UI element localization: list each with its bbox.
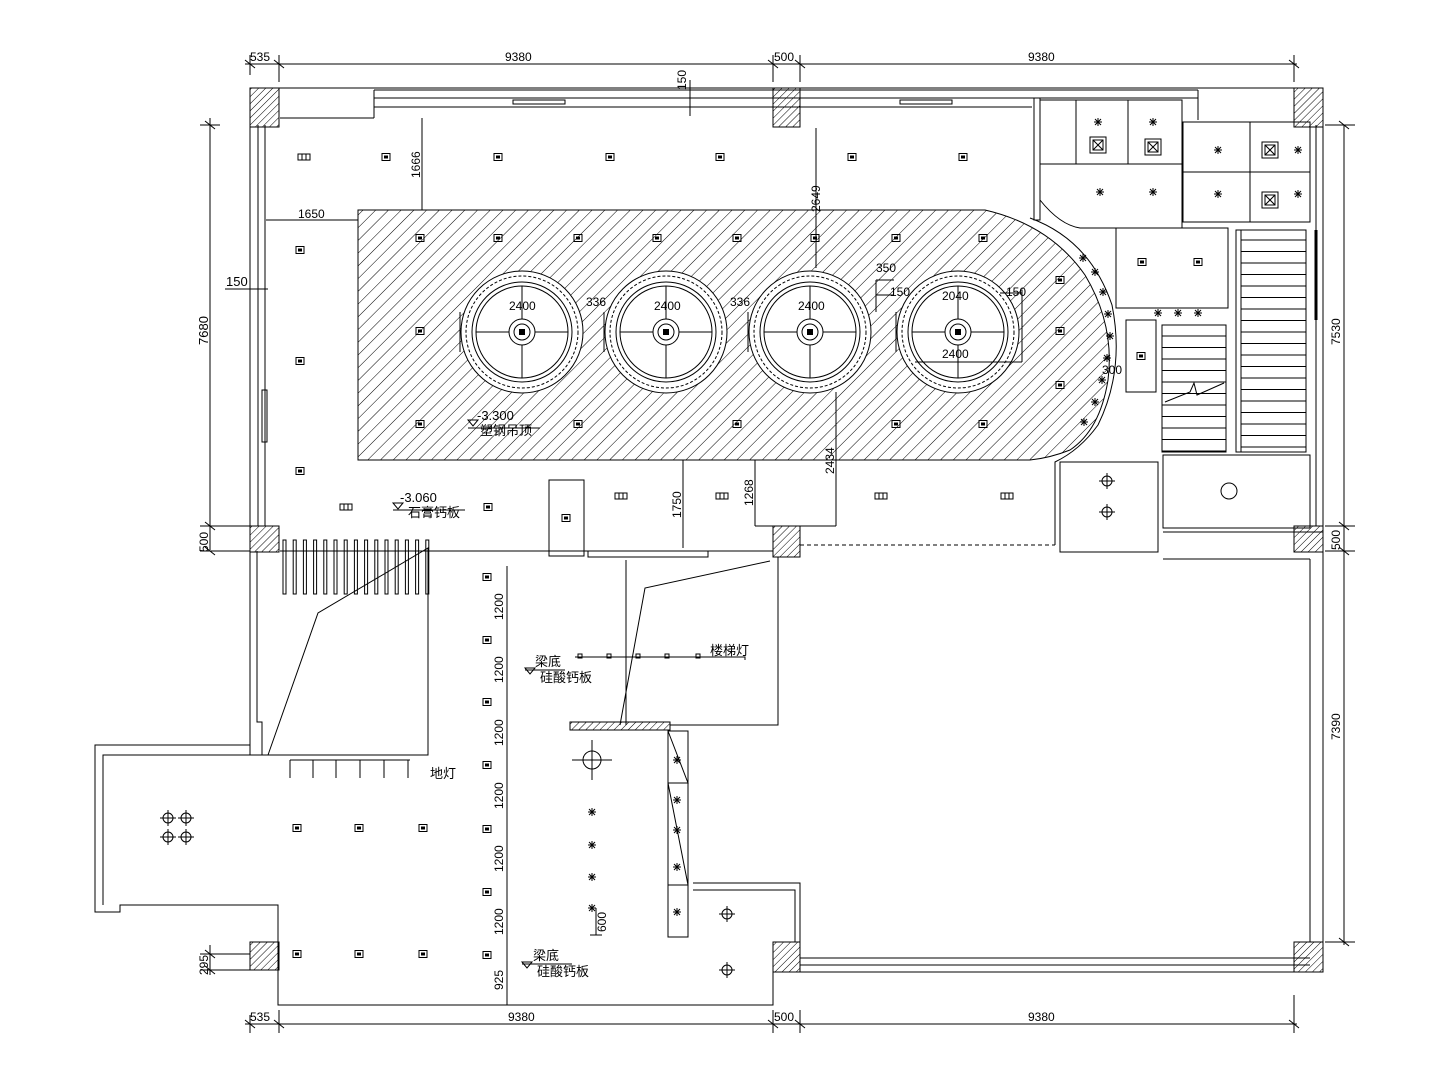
louver-slat — [292, 539, 297, 595]
dim-top-500: 500 — [774, 50, 794, 64]
dim-600: 600 — [595, 912, 609, 932]
louver-slat — [384, 539, 389, 595]
dim-1200-1: 1200 — [492, 593, 506, 620]
louver-slat — [353, 539, 358, 595]
stair-light-fixtures — [577, 653, 701, 659]
lower-left-zone — [262, 547, 429, 756]
louver-slat — [425, 539, 430, 595]
beam-bottom-material-2: 硅酸钙板 — [537, 964, 589, 979]
dim-2400-3: 2400 — [798, 299, 825, 313]
louver-slat — [313, 539, 318, 595]
top-right-rooms — [1039, 99, 1311, 553]
lower-stair-shaft — [506, 557, 779, 1005]
dim-top-150: 150 — [675, 70, 689, 90]
dim-left-150: 150 — [226, 274, 248, 289]
louver-slat — [343, 539, 348, 595]
dim-bottom-9380-left: 9380 — [508, 1010, 535, 1024]
dim-2040: 2040 — [942, 289, 969, 303]
island-edge-lights — [1029, 217, 1117, 545]
dim-350: 350 — [876, 261, 896, 275]
dim-bottom-535: 535 — [250, 1010, 270, 1024]
ceiling-dome-1 — [459, 270, 584, 394]
hatched-ceiling-island — [357, 209, 1110, 461]
dim-150a: 150 — [890, 285, 910, 299]
dim-1268: 1268 — [742, 479, 756, 506]
stair-flight-right — [1235, 229, 1307, 453]
louver-slat — [333, 539, 338, 595]
beam-bottom-material-1: 硅酸钙板 — [540, 670, 592, 685]
dim-1666: 1666 — [409, 151, 423, 178]
structural-columns — [249, 87, 1324, 973]
elevation-3300: -3.300 — [477, 408, 514, 423]
dim-336-1: 336 — [586, 295, 606, 309]
louver-slats — [282, 539, 430, 595]
dim-1200-2: 1200 — [492, 656, 506, 683]
dim-2400-4: 2400 — [942, 347, 969, 361]
dim-bottom-500: 500 — [774, 1010, 794, 1024]
dim-336-2: 336 — [730, 295, 750, 309]
dim-top-9380-left: 9380 — [505, 50, 532, 64]
side-dimension-labels: 7680 150 500 295 7530 500 7390 — [196, 274, 1343, 975]
dim-1750: 1750 — [670, 491, 684, 518]
top-right-fixtures — [1089, 117, 1303, 521]
floor-light-label: 地灯 — [430, 766, 456, 781]
louver-slat — [302, 539, 307, 595]
material-3060: 石膏钙板 — [408, 505, 460, 520]
dim-2649: 2649 — [809, 185, 823, 212]
ceiling-dome-2 — [603, 270, 728, 394]
louver-slat — [394, 539, 399, 595]
dim-1650: 1650 — [298, 207, 325, 221]
dim-925: 925 — [492, 970, 506, 990]
dim-left-295: 295 — [197, 955, 211, 975]
louver-slat — [282, 539, 287, 595]
top-dimension-labels: 535 9380 500 9380 150 — [250, 50, 1055, 90]
stair-flight-left — [1161, 324, 1227, 453]
bottom-dimension-labels: 535 9380 500 9380 — [250, 1010, 1055, 1024]
dim-top-535: 535 — [250, 50, 270, 64]
interior-dimensions: 1666 1650 2649 350 150 2040 150 2400 240… — [298, 151, 1122, 990]
louver-slat — [364, 539, 369, 595]
dim-2400-2: 2400 — [654, 299, 681, 313]
dim-1200-4: 1200 — [492, 782, 506, 809]
dimension-lines — [200, 55, 1355, 1033]
beam-bottom-label-2: 梁底 — [533, 948, 559, 963]
louver-slat — [374, 539, 379, 595]
dim-right-7390: 7390 — [1329, 713, 1343, 740]
dim-left-7680: 7680 — [196, 316, 211, 345]
dim-2434: 2434 — [823, 447, 837, 474]
round-downlight-icon — [1220, 482, 1238, 500]
louver-slat — [323, 539, 328, 595]
dim-2400-1: 2400 — [509, 299, 536, 313]
stair-light-label: 楼梯灯 — [710, 643, 749, 658]
dim-bottom-9380-right: 9380 — [1028, 1010, 1055, 1024]
lower-fixtures — [159, 573, 736, 979]
annotations: -3.300 塑钢吊顶 -3.060 石膏钙板 梁底 硅酸钙板 梁底 硅酸钙板 … — [391, 408, 749, 979]
beam-bottom-label-1: 梁底 — [535, 654, 561, 669]
stair-break-line — [1164, 381, 1225, 403]
ceiling-dome-3 — [747, 270, 872, 394]
dim-1200-3: 1200 — [492, 719, 506, 746]
material-3300: 塑钢吊顶 — [480, 423, 532, 438]
interior-lines-upper — [266, 118, 1023, 558]
elevation-3060: -3.060 — [400, 490, 437, 505]
window-symbols — [261, 99, 953, 443]
louver-slat — [404, 539, 409, 595]
louver-slat — [415, 539, 420, 595]
dim-left-500: 500 — [197, 532, 211, 552]
dim-300: 300 — [1102, 363, 1122, 377]
dim-top-9380-right: 9380 — [1028, 50, 1055, 64]
dim-1200-5: 1200 — [492, 845, 506, 872]
dim-1200-6: 1200 — [492, 908, 506, 935]
dim-150b: 150 — [1006, 285, 1026, 299]
dim-right-500: 500 — [1329, 530, 1343, 550]
dim-right-7530: 7530 — [1329, 318, 1343, 345]
floor-light-fixtures — [289, 759, 410, 778]
staircase-upper — [1161, 229, 1318, 453]
